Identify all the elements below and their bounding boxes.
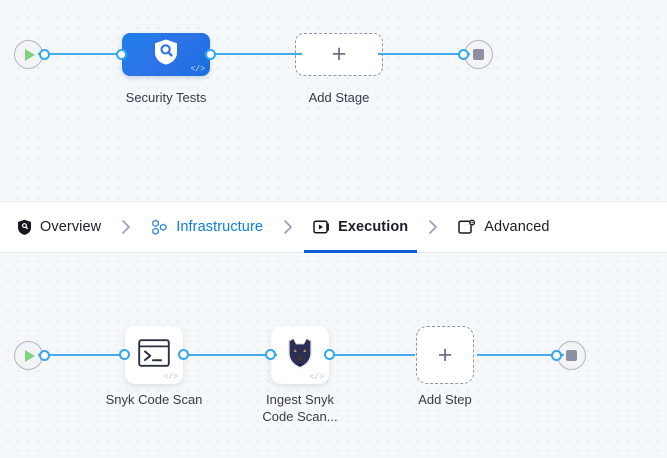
tab-execution-label: Execution (338, 219, 409, 235)
add-step-label: Add Step (418, 392, 472, 407)
stop-icon (566, 350, 577, 361)
plus-icon: + (437, 340, 453, 369)
step-node-ingest-snyk-code-scan[interactable]: </> Ingest Snyk Code Scan... (262, 326, 338, 424)
pipeline-start-node[interactable] (14, 40, 50, 69)
tab-infrastructure[interactable]: Infrastructure (148, 201, 266, 253)
step-node-snyk-code-scan[interactable]: </> Snyk Code Scan (106, 326, 202, 407)
play-icon (25, 48, 35, 61)
shield-search-icon (153, 38, 179, 71)
edge-step1-to-step2 (185, 354, 277, 357)
steps-end-input-port[interactable] (551, 350, 562, 361)
tab-separator-2 (266, 219, 310, 235)
plus-icon: + (331, 40, 347, 68)
code-badge-icon: </> (309, 373, 324, 382)
add-stage-label: Add Stage (308, 90, 370, 105)
edge-step2-to-addstep (330, 354, 415, 357)
steps-start-node[interactable] (14, 341, 50, 370)
pipeline-tabbar[interactable]: Overview Infrastructure Exec (0, 201, 667, 253)
edge-addstage-to-end (378, 53, 470, 56)
edge-addstep-to-end (477, 354, 564, 357)
add-step-button[interactable]: + (416, 326, 474, 384)
tab-overview-label: Overview (40, 219, 102, 235)
steps-start-output-port[interactable] (39, 350, 50, 361)
step-label: Ingest Snyk Code Scan... (262, 392, 338, 424)
start-node-output-port[interactable] (39, 49, 50, 60)
edge-start-to-step1 (38, 354, 130, 357)
steps-canvas[interactable]: </> Snyk Code Scan </> Ingest Snyk Code … (0, 253, 667, 458)
gear-frame-icon (458, 219, 476, 236)
stop-icon (473, 49, 484, 60)
tab-execution[interactable]: Execution (304, 201, 418, 253)
snyk-dog-icon (285, 336, 315, 375)
terminal-icon (138, 338, 170, 372)
step-card[interactable]: </> (125, 326, 183, 384)
step1-output-port[interactable] (178, 349, 189, 360)
step1-input-port[interactable] (119, 349, 130, 360)
add-step-node[interactable]: + Add Step (416, 326, 474, 407)
pipeline-end-node[interactable] (458, 40, 493, 69)
stage-input-port[interactable] (116, 49, 127, 60)
edge-stage-to-addstage (212, 53, 302, 56)
stage-label: Security Tests (125, 90, 207, 105)
step-label: Snyk Code Scan (105, 392, 203, 407)
stage-output-port[interactable] (205, 49, 216, 60)
code-badge-icon: </> (163, 373, 178, 382)
stages-canvas[interactable]: </> Security Tests + Add Stage (0, 0, 667, 201)
code-badge-icon: </> (190, 65, 205, 74)
shield-icon (17, 219, 32, 235)
stage-card[interactable]: </> (122, 33, 210, 76)
tab-advanced-label: Advanced (484, 219, 550, 235)
tab-infrastructure-label: Infrastructure (176, 219, 264, 235)
step2-output-port[interactable] (324, 349, 335, 360)
play-icon (25, 349, 35, 362)
hexagon-cluster-icon (151, 219, 168, 236)
tab-separator-1 (104, 219, 148, 235)
steps-end-node[interactable] (551, 341, 586, 370)
add-stage-button[interactable]: + (295, 33, 383, 76)
end-node-input-port[interactable] (458, 49, 469, 60)
play-box-icon (313, 219, 330, 235)
tab-separator-3 (411, 219, 455, 235)
edge-start-to-stage (38, 53, 126, 56)
tab-advanced[interactable]: Advanced (455, 201, 552, 253)
add-stage-node[interactable]: + Add Stage (295, 33, 383, 105)
stage-node-security-tests[interactable]: </> Security Tests (116, 33, 216, 105)
step2-input-port[interactable] (265, 349, 276, 360)
step-card[interactable]: </> (271, 326, 329, 384)
tab-overview[interactable]: Overview (14, 201, 104, 253)
